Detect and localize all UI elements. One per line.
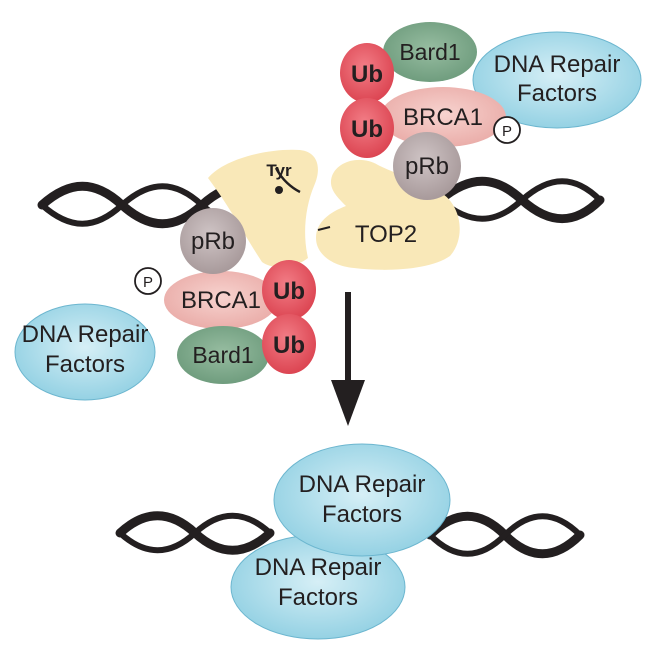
prb-upper bbox=[393, 132, 461, 200]
bard1-lower bbox=[177, 326, 269, 384]
dna-repair-factors-bottom-upper bbox=[273, 443, 451, 557]
dna-repair-factors-upper bbox=[472, 31, 642, 129]
svg-text:DNA Repair: DNA Repair bbox=[22, 321, 149, 348]
svg-text:pRb: pRb bbox=[191, 228, 235, 255]
brca1-upper bbox=[380, 87, 506, 147]
ubiquitin-lower-2 bbox=[262, 314, 316, 374]
prb-lower bbox=[180, 208, 246, 274]
svg-text:P: P bbox=[143, 274, 153, 291]
tyrosine-label: Tyr bbox=[266, 161, 292, 180]
ubiquitin-lower-1 bbox=[262, 260, 316, 320]
svg-text:Ub: Ub bbox=[273, 278, 305, 305]
svg-text:Factors: Factors bbox=[278, 584, 358, 611]
svg-text:BRCA1: BRCA1 bbox=[403, 104, 483, 131]
repair-label-line1: DNA Repair bbox=[494, 51, 621, 78]
svg-text:DNA Repair: DNA Repair bbox=[299, 471, 426, 498]
svg-text:Ub: Ub bbox=[273, 332, 305, 359]
svg-text:DNA Repair: DNA Repair bbox=[255, 554, 382, 581]
svg-text:Factors: Factors bbox=[322, 501, 402, 528]
dna-helix-top bbox=[37, 176, 605, 229]
svg-text:pRb: pRb bbox=[405, 153, 449, 180]
repair-complex-lower: DNA Repair Factors BRCA1 Bard1 pRb Ub Ub… bbox=[14, 208, 316, 401]
repair-label-line2: Factors bbox=[517, 80, 597, 107]
ubiquitin-upper-2 bbox=[340, 98, 394, 158]
svg-text:Ub: Ub bbox=[351, 61, 383, 88]
phosphate-upper bbox=[493, 116, 521, 144]
transition-arrow bbox=[331, 292, 365, 426]
brca1-lower bbox=[164, 271, 278, 329]
phosphate-lower bbox=[134, 267, 162, 295]
ubiquitin-upper-1 bbox=[340, 43, 394, 103]
bard1-upper bbox=[383, 22, 477, 82]
dna-repair-factors-lower bbox=[14, 303, 156, 401]
top2-label: TOP2 bbox=[355, 221, 417, 248]
repair-complex-upper: DNA Repair Factors Bard1 BRCA1 Ub Ub pRb… bbox=[340, 22, 642, 200]
dna-helix-bottom bbox=[115, 511, 585, 559]
svg-text:Ub: Ub bbox=[351, 116, 383, 143]
svg-text:Factors: Factors bbox=[45, 351, 125, 378]
repair-factors-bottom: DNA Repair Factors DNA Repair Factors bbox=[230, 443, 451, 640]
svg-text:BRCA1: BRCA1 bbox=[181, 287, 261, 314]
svg-text:Bard1: Bard1 bbox=[192, 342, 253, 368]
svg-text:P: P bbox=[502, 123, 512, 140]
svg-text:Bard1: Bard1 bbox=[399, 39, 460, 65]
